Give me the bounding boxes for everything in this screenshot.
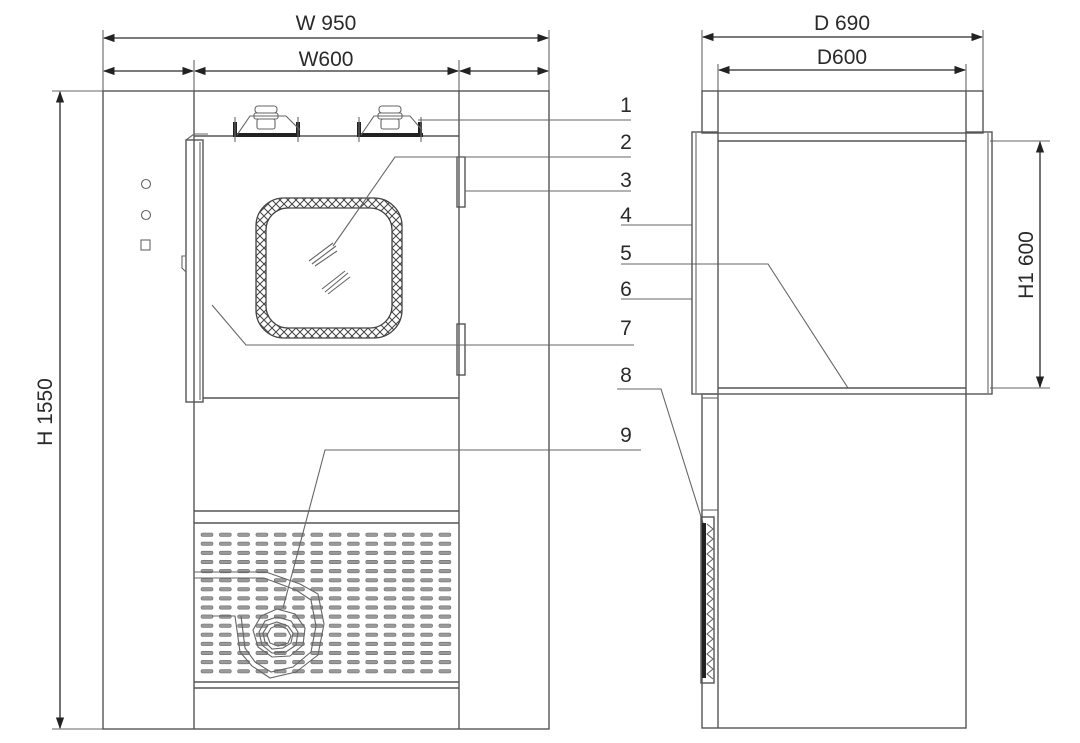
leader-lines	[211, 119, 849, 609]
side-lower-body	[701, 393, 967, 729]
cabinet-outline	[102, 90, 550, 730]
dimension-label-d690: D 690	[814, 12, 870, 35]
dimension-inner-width: W600	[102, 48, 550, 92]
hinge-lower	[456, 323, 466, 376]
callout-7: 7	[620, 317, 632, 340]
dimension-label-w950: W 950	[296, 12, 357, 35]
indicator-light-2	[140, 209, 152, 221]
callout-6: 6	[620, 278, 632, 301]
callout-5: 5	[620, 242, 632, 265]
dimension-overall-width: W 950	[102, 12, 550, 92]
callout-labels: 1 2 3 4 5 6 7 8 9	[620, 94, 632, 447]
blower-fan	[194, 571, 325, 679]
dimension-overall-depth: D 690	[701, 12, 984, 91]
callout-4: 4	[620, 204, 632, 227]
side-door-right	[965, 131, 993, 395]
dimension-label-d600: D600	[817, 46, 867, 69]
dimension-door-height: H1 600	[990, 140, 1050, 389]
dimension-label-h1600: H1 600	[1015, 231, 1038, 299]
control-panel	[140, 178, 152, 251]
dimension-inner-depth: D600	[717, 46, 967, 91]
callout-3: 3	[620, 169, 632, 192]
door	[181, 133, 459, 403]
fan-unit-right	[357, 105, 423, 142]
perforated-grille	[200, 532, 452, 674]
dimension-overall-height: H 1550	[34, 90, 103, 730]
power-switch	[140, 239, 151, 251]
fan-unit-left	[233, 105, 301, 142]
callout-8: 8	[620, 364, 632, 387]
viewing-window	[255, 197, 403, 339]
dimension-label-w600: W600	[299, 48, 354, 71]
front-view: W 950 W600 H 1550	[34, 12, 550, 730]
indicator-light-1	[140, 178, 152, 190]
callout-1: 1	[620, 94, 632, 117]
hinge-upper	[456, 156, 466, 208]
side-top-section	[701, 90, 984, 134]
side-view: D 690 D600 H1 600	[691, 12, 1050, 729]
callout-9: 9	[620, 424, 632, 447]
return-air-filter	[700, 516, 715, 684]
dimension-label-h1550: H 1550	[34, 378, 57, 446]
callout-2: 2	[620, 131, 632, 154]
